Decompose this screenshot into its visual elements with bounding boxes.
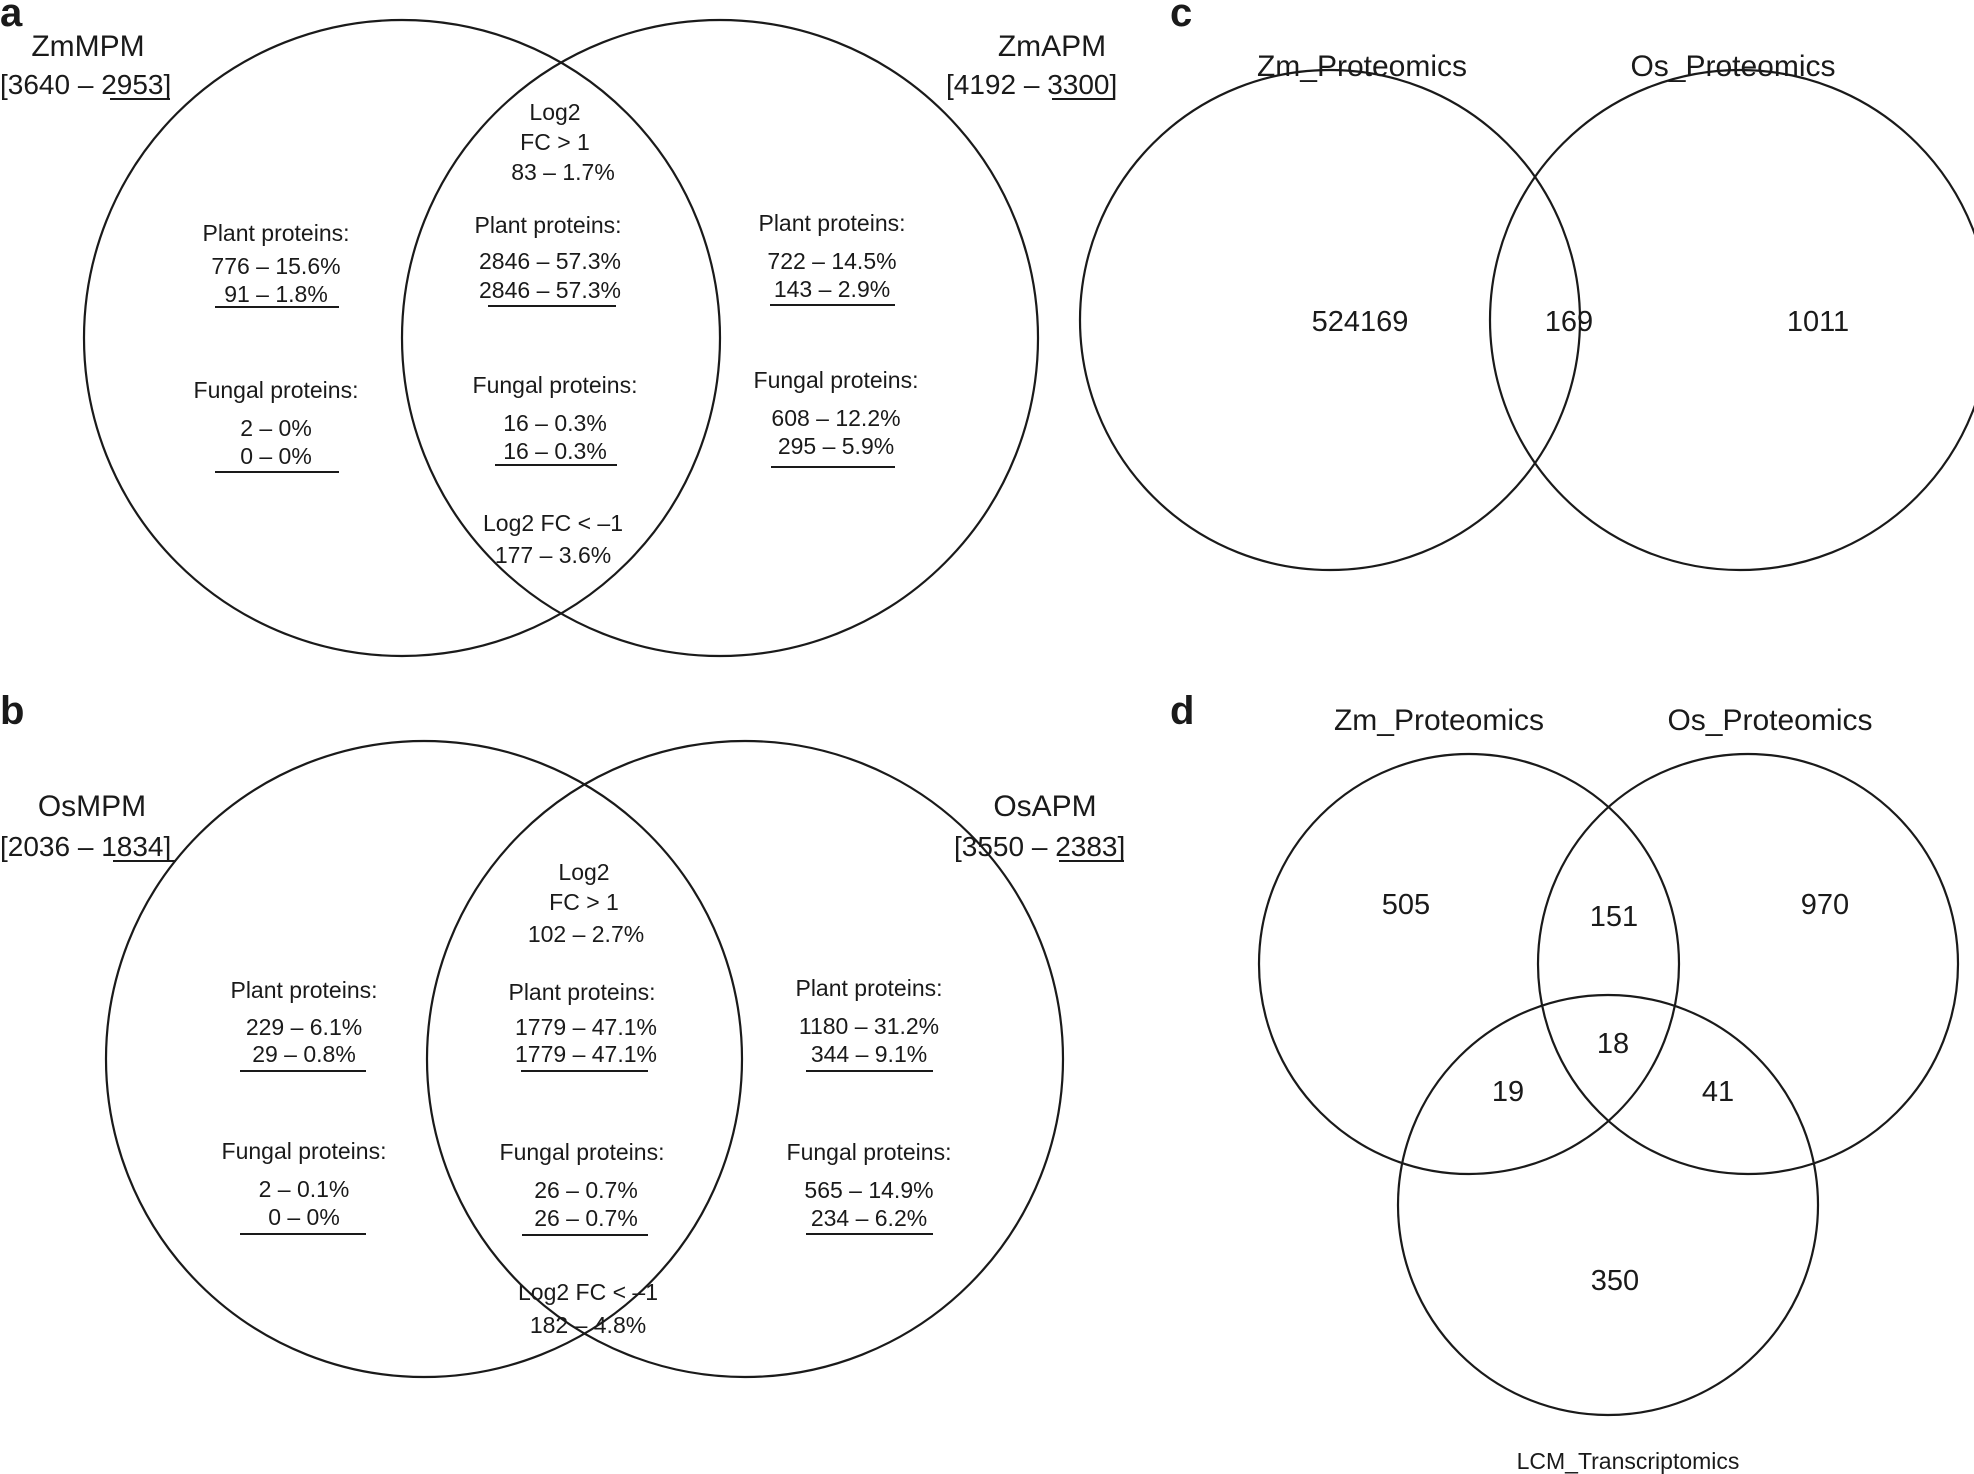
zm-only-count: 505 bbox=[1382, 889, 1430, 921]
osapm-circle bbox=[425, 739, 1065, 1379]
plant-proteins-down: 1779 – 47.1% bbox=[515, 1041, 657, 1067]
plant-proteins-heading: Plant proteins: bbox=[508, 979, 655, 1005]
log2-down-line1: Log2 FC < –1 bbox=[483, 510, 623, 536]
plant-proteins-heading: Plant proteins: bbox=[202, 220, 349, 246]
fungal-proteins-down: 0 – 0% bbox=[268, 1204, 340, 1230]
log2-down-line1: Log2 FC < –1 bbox=[518, 1279, 658, 1305]
plant-proteins-up: 1779 – 47.1% bbox=[515, 1014, 657, 1040]
log2-up-count: 83 – 1.7% bbox=[511, 159, 615, 185]
fungal-proteins-up: 608 – 12.2% bbox=[771, 405, 900, 431]
panel-b: b OsMPM [2036 – 1834] OsAPM [3550 – 2383… bbox=[0, 689, 1125, 1379]
plant-proteins-down: 2846 – 57.3% bbox=[479, 277, 621, 303]
log2-up-line1: Log2 bbox=[558, 859, 609, 885]
log2-down-count: 182 – 4.8% bbox=[530, 1312, 646, 1338]
zmmpm-label: ZmMPM bbox=[31, 30, 144, 63]
plant-proteins-up: 2846 – 57.3% bbox=[479, 248, 621, 274]
plant-proteins-heading: Plant proteins: bbox=[795, 975, 942, 1001]
fungal-proteins-down: 16 – 0.3% bbox=[503, 438, 607, 464]
plant-proteins-heading: Plant proteins: bbox=[474, 212, 621, 238]
lcm-transcriptomics-label: LCM_Transcriptomics bbox=[1517, 1448, 1740, 1474]
fungal-proteins-up: 2 – 0.1% bbox=[259, 1176, 350, 1202]
log2-up-line2: FC > 1 bbox=[520, 129, 590, 155]
zm-proteomics-label: Zm_Proteomics bbox=[1257, 50, 1467, 83]
log2-up-line1: Log2 bbox=[529, 99, 580, 125]
fungal-proteins-heading: Fungal proteins: bbox=[754, 367, 919, 393]
panel-d: d Zm_Proteomics Os_Proteomics LCM_Transc… bbox=[1170, 689, 1960, 1474]
fungal-proteins-down: 234 – 6.2% bbox=[811, 1205, 927, 1231]
plant-proteins-heading: Plant proteins: bbox=[758, 210, 905, 236]
plant-proteins-down: 91 – 1.8% bbox=[224, 281, 328, 307]
osapm-count: [3550 – 2383] bbox=[954, 831, 1125, 862]
zmapm-count: [4192 – 3300] bbox=[946, 69, 1117, 100]
log2-up-count: 102 – 2.7% bbox=[528, 921, 644, 947]
osapm-only-region: Plant proteins: 1180 – 31.2% 344 – 9.1% … bbox=[787, 975, 952, 1235]
lcm-transcriptomics-circle bbox=[1396, 993, 1820, 1417]
zmapm-circle bbox=[400, 18, 1040, 658]
fungal-proteins-up: 16 – 0.3% bbox=[503, 410, 607, 436]
zm-os-count: 151 bbox=[1590, 901, 1638, 933]
panel-c: c Zm_Proteomics Os_Proteomics 524169 169… bbox=[1078, 0, 1974, 572]
fungal-proteins-heading: Fungal proteins: bbox=[500, 1139, 665, 1165]
panel-a: a ZmMPM [3640 – 2953] ZmAPM [4192 – 3300… bbox=[0, 0, 1117, 658]
zmmpm-only-region: Plant proteins: 776 – 15.6% 91 – 1.8% Fu… bbox=[194, 220, 359, 473]
fungal-proteins-heading: Fungal proteins: bbox=[194, 377, 359, 403]
plant-proteins-up: 1180 – 31.2% bbox=[799, 1013, 939, 1039]
os-proteomics-label: Os_Proteomics bbox=[1630, 50, 1835, 83]
log2-down-count: 177 – 3.6% bbox=[495, 542, 611, 568]
osmpm-only-region: Plant proteins: 229 – 6.1% 29 – 0.8% Fun… bbox=[222, 977, 387, 1235]
fungal-proteins-up: 565 – 14.9% bbox=[804, 1177, 933, 1203]
zmapm-label: ZmAPM bbox=[998, 30, 1106, 63]
fungal-proteins-down: 295 – 5.9% bbox=[778, 433, 894, 459]
plant-proteins-up: 776 – 15.6% bbox=[211, 253, 340, 279]
zm-overlap-region: Log2 FC > 1 83 – 1.7% Plant proteins: 28… bbox=[473, 99, 638, 568]
osmpm-circle bbox=[104, 739, 744, 1379]
osapm-label: OsAPM bbox=[993, 790, 1096, 823]
panel-a-letter: a bbox=[0, 0, 23, 35]
os-proteomics-circle bbox=[1488, 68, 1974, 572]
panel-c-letter: c bbox=[1170, 0, 1192, 35]
zm-proteomics-label: Zm_Proteomics bbox=[1334, 704, 1544, 737]
osmpm-count: [2036 – 1834] bbox=[0, 831, 171, 862]
osmpm-label: OsMPM bbox=[38, 790, 146, 823]
plant-proteins-down: 344 – 9.1% bbox=[811, 1041, 927, 1067]
fungal-proteins-heading: Fungal proteins: bbox=[222, 1138, 387, 1164]
os-proteomics-circle bbox=[1536, 752, 1960, 1176]
zmmpm-circle bbox=[82, 18, 722, 658]
all-three-count: 18 bbox=[1597, 1028, 1629, 1060]
plant-proteins-heading: Plant proteins: bbox=[230, 977, 377, 1003]
fungal-proteins-up: 26 – 0.7% bbox=[534, 1177, 638, 1203]
fungal-proteins-heading: Fungal proteins: bbox=[787, 1139, 952, 1165]
fungal-proteins-down: 26 – 0.7% bbox=[534, 1205, 638, 1231]
os-overlap-region: Log2 FC > 1 102 – 2.7% Plant proteins: 1… bbox=[500, 859, 665, 1338]
lcm-only-count: 350 bbox=[1591, 1265, 1639, 1297]
os-only-count: 970 bbox=[1801, 889, 1849, 921]
panel-d-letter: d bbox=[1170, 689, 1194, 733]
plant-proteins-up: 229 – 6.1% bbox=[246, 1014, 362, 1040]
fungal-proteins-heading: Fungal proteins: bbox=[473, 372, 638, 398]
zmapm-only-region: Plant proteins: 722 – 14.5% 143 – 2.9% F… bbox=[754, 210, 919, 468]
os-lcm-count: 41 bbox=[1702, 1076, 1734, 1108]
shared-count: 169 bbox=[1545, 306, 1593, 338]
plant-proteins-down: 29 – 0.8% bbox=[252, 1041, 356, 1067]
zmmpm-count: [3640 – 2953] bbox=[0, 69, 171, 100]
os-only-count: 1011 bbox=[1787, 306, 1849, 338]
fungal-proteins-down: 0 – 0% bbox=[240, 443, 312, 469]
plant-proteins-up: 722 – 14.5% bbox=[767, 248, 896, 274]
zm-proteomics-circle bbox=[1257, 752, 1681, 1176]
zm-lcm-count: 19 bbox=[1492, 1076, 1524, 1108]
zm-only-count: 524169 bbox=[1312, 306, 1409, 338]
plant-proteins-down: 143 – 2.9% bbox=[774, 276, 890, 302]
panel-b-letter: b bbox=[0, 689, 24, 733]
os-proteomics-label: Os_Proteomics bbox=[1667, 704, 1872, 737]
zm-proteomics-circle bbox=[1078, 68, 1582, 572]
log2-up-line2: FC > 1 bbox=[549, 889, 619, 915]
fungal-proteins-up: 2 – 0% bbox=[240, 415, 312, 441]
